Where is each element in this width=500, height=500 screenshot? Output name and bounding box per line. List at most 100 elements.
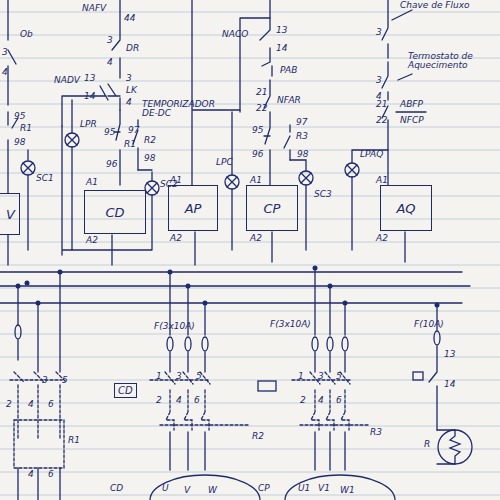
terminal-label: NACO [222,30,248,39]
terminal-label: V1 [318,484,330,493]
ruled-line [0,426,500,427]
ruled-line [0,403,500,404]
terminal-label: Termostato de Aquecimento [408,52,488,71]
terminal-label: 4 [176,396,182,405]
ruled-line [0,173,500,174]
wire-stroke [315,432,345,470]
terminal-label: 22 [376,116,387,125]
terminal-label: 95 [252,126,263,135]
terminal-label: 4 [318,396,324,405]
terminal-label: DR [126,44,139,53]
ruled-line [0,288,500,289]
contactor-tag: CD [114,383,137,398]
terminal-label: PAB [280,66,297,75]
wire-stroke [290,160,311,250]
ruled-line [0,219,500,220]
terminal-label: 3 [126,74,132,83]
terminal-label: 14 [276,44,287,53]
coil-name: AQ [396,201,415,216]
wire-stroke [382,0,426,185]
terminal-label: 14 [444,380,455,389]
terminal-label: R2 [252,432,264,441]
wire-stroke [150,372,210,384]
ruled-line [0,311,500,312]
terminal-label: NADV [54,76,80,85]
wire-stroke [15,325,21,339]
terminal-label: CD [110,484,123,493]
wire-stroke [404,232,405,262]
wire-stroke [16,284,21,289]
terminal-label: 6 [48,470,54,479]
terminal-label: R1 [68,436,80,445]
terminal-label: 3 [376,28,382,37]
terminal-label: SC1 [36,174,54,183]
wire-stroke [312,337,318,351]
wire-stroke [347,150,388,250]
coil-box: AP [168,185,218,231]
terminal-label: NFAR [277,96,301,105]
terminal-label: LPR [80,120,97,129]
terminal-label: R1 [20,124,32,133]
terminal-label: 6 [194,396,200,405]
terminal-label: R3 [296,132,308,141]
ruled-line [0,334,500,335]
coil-name: AP [185,201,202,216]
wire-stroke [21,161,35,175]
ruled-line [0,472,500,473]
terminal-label: 3 [176,372,182,381]
terminal-label: 5 [336,372,342,381]
wire-stroke [150,475,260,500]
ruled-line [0,35,500,36]
wire-stroke [58,270,63,275]
terminal-label: LK [126,86,137,95]
terminal-label: 2 [300,396,306,405]
wire-stroke [160,390,250,430]
terminal-label: W1 [340,486,355,495]
terminal-label: F(3x10A) [154,322,195,331]
terminal-label: 4 [28,400,34,409]
wire-stroke [8,0,28,193]
terminal-label: R3 [370,428,382,437]
wire-stroke [23,163,33,173]
terminal-label: 3 [107,36,113,45]
terminal-label: 1 [298,372,304,381]
terminal-label: 98 [297,150,308,159]
terminal-label: R [424,440,430,449]
terminal-label: V [184,486,190,495]
wire-stroke [328,284,333,289]
wire-stroke [167,337,173,351]
terminal-label: 2 [156,396,162,405]
terminal-label: 3 [318,372,324,381]
terminal-label: 5 [62,376,68,385]
wire-stroke [342,337,348,351]
terminal-label: 21 [256,88,267,97]
wire-stroke [18,272,60,372]
wire-stroke [203,301,208,306]
ruled-line [0,196,500,197]
ruled-lines [0,12,500,495]
terminal-label: 98 [14,138,25,147]
ruled-line [0,127,500,128]
wire-stroke [25,281,30,286]
coil-name: CD [118,385,133,396]
wire-stroke [0,272,470,303]
wire-stroke [434,331,440,345]
wiring [0,0,472,500]
terminal-label: 96 [106,160,117,169]
terminal-label: 3 [376,76,382,85]
ruled-line [0,104,500,105]
terminal-label: 97 [296,118,307,127]
wire-stroke [313,266,318,271]
coil-name: V [6,207,15,222]
terminal-label: A1 [86,178,98,187]
terminal-label: 5 [196,372,202,381]
terminal-label: F(10A) [414,320,444,329]
terminal-label: W [208,486,217,495]
junction-dots [16,266,440,308]
wire-stroke [18,468,60,500]
ruled-line [0,380,500,381]
wire-stroke [108,0,120,110]
terminal-label: R2 [144,136,156,145]
terminal-label: 3 [2,48,8,57]
wire-stroke [327,337,333,351]
